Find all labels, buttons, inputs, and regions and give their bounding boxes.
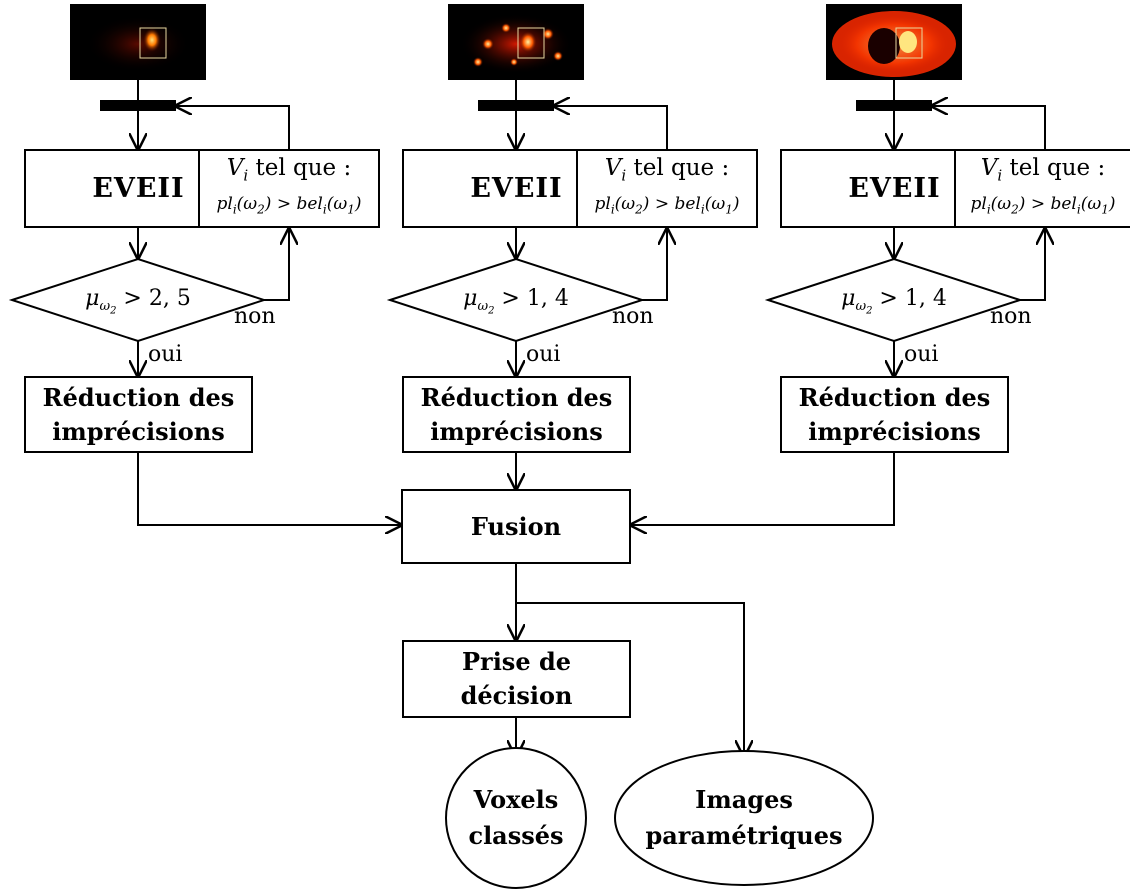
images-line1: Images: [695, 785, 793, 814]
decision-diamond-2: [386, 257, 646, 343]
reduction-line1: Réduction des: [42, 382, 235, 412]
vi-text: tel que :: [626, 155, 730, 181]
column-1-connectors: [100, 80, 401, 525]
oui-label-1: oui: [148, 342, 183, 367]
scan-image-1: [70, 4, 206, 80]
condition-label-3: μω2 > 1, 4: [841, 286, 947, 317]
oui-label-2: oui: [526, 342, 561, 367]
vi-text: tel que :: [1002, 155, 1106, 181]
images-ellipse-shape: [614, 750, 874, 886]
condition-label-2: μω2 > 1, 4: [463, 286, 569, 317]
decision-line2: décision: [460, 681, 573, 710]
voxels-classes-node: Voxels classés: [446, 748, 586, 888]
vi-var: V: [226, 155, 244, 181]
voxels-line2: classés: [468, 821, 564, 850]
eveii-label: EVEII: [92, 173, 185, 204]
vi-condition-box-3: Vi tel que : pli(ω2) > beli(ω1): [954, 149, 1130, 228]
reduction-line2: imprécisions: [430, 416, 603, 446]
reduction-line1: Réduction des: [798, 382, 991, 412]
column-2-connectors: [478, 80, 667, 489]
images-line2: paramétriques: [645, 821, 843, 850]
decision-diamond-3: [764, 257, 1024, 343]
vi-formula: pli(ω2) > beli(ω1): [594, 193, 740, 216]
vi-condition-box-2: Vi tel que : pli(ω2) > beli(ω1): [576, 149, 758, 228]
voxels-line1: Voxels: [473, 785, 559, 814]
fusion-box: Fusion: [401, 489, 631, 564]
vi-condition-box-1: Vi tel que : pli(ω2) > beli(ω1): [198, 149, 380, 228]
fusion-label: Fusion: [470, 512, 562, 541]
condition-value: 1, 4: [904, 286, 947, 311]
column-3-connectors: [631, 80, 1045, 525]
scan-image-3: [826, 4, 962, 80]
vi-sub: i: [621, 166, 627, 185]
vi-text: tel que :: [248, 155, 352, 181]
non-label-2: non: [612, 304, 654, 329]
reduction-line2: imprécisions: [808, 416, 981, 446]
reduction-box-2: Réduction des imprécisions: [402, 376, 631, 453]
lower-connectors: [516, 564, 744, 756]
vi-sub: i: [243, 166, 249, 185]
decision-box: Prise de décision: [402, 640, 631, 718]
condition-value: 2, 5: [148, 286, 191, 311]
condition-label-1: μω2 > 2, 5: [85, 286, 191, 317]
selector-bar: [478, 100, 554, 111]
condition-value: 1, 4: [526, 286, 569, 311]
selector-bar: [100, 100, 176, 111]
reduction-box-1: Réduction des imprécisions: [24, 376, 253, 453]
decision-line1: Prise de: [462, 647, 571, 676]
vi-var: V: [604, 155, 622, 181]
vi-sub: i: [997, 166, 1003, 185]
vi-formula: pli(ω2) > beli(ω1): [216, 193, 362, 216]
reduction-line1: Réduction des: [420, 382, 613, 412]
oui-label-3: oui: [904, 342, 939, 367]
eveii-label: EVEII: [470, 173, 563, 204]
selector-bar: [856, 100, 932, 111]
voxels-ellipse-shape: [445, 747, 587, 889]
images-parametriques-node: Images paramétriques: [615, 751, 873, 885]
reduction-box-3: Réduction des imprécisions: [780, 376, 1009, 453]
eveii-label: EVEII: [848, 173, 941, 204]
vi-var: V: [980, 155, 998, 181]
scan-image-2: [448, 4, 584, 80]
vi-formula: pli(ω2) > beli(ω1): [970, 193, 1116, 216]
decision-diamond-1: [8, 257, 268, 343]
non-label-1: non: [234, 304, 276, 329]
non-label-3: non: [990, 304, 1032, 329]
reduction-line2: imprécisions: [52, 416, 225, 446]
